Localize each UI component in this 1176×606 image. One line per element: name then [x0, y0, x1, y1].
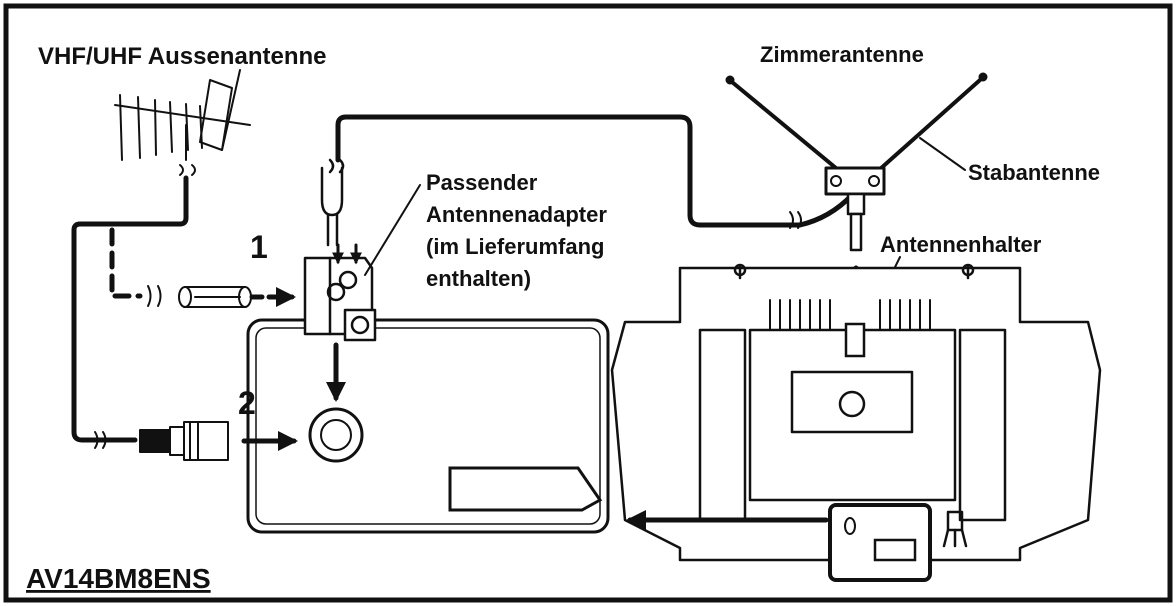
coax-plug-icon	[139, 421, 229, 461]
label-adapter-line3: (im Lieferumfang	[426, 234, 604, 259]
indoor-antenna-cable	[335, 114, 855, 228]
label-adapter-line2: Antennenadapter	[426, 202, 607, 227]
step-number-2: 2	[238, 385, 256, 421]
label-adapter-line4: enthalten)	[426, 266, 531, 291]
label-rod-antenna: Stabantenne	[968, 160, 1100, 185]
plug-icon	[942, 510, 968, 548]
antenna-holder-icon	[844, 322, 866, 358]
twin-lead-cable-dashed	[109, 227, 143, 299]
fork-connector-icon	[320, 158, 345, 247]
label-adapter-line1: Passender	[426, 170, 538, 195]
label-antenna-holder: Antennenhalter	[880, 232, 1042, 257]
antenna-socket-icon	[308, 407, 364, 463]
tv-vent-icon	[769, 299, 931, 331]
indoor-antenna-icon	[725, 72, 988, 252]
tv-back-panel	[246, 318, 610, 534]
model-number: AV14BM8ENS	[26, 563, 211, 594]
antenna-adapter-icon	[303, 256, 377, 342]
outdoor-antenna-cable	[71, 175, 189, 443]
outdoor-antenna-icon	[114, 69, 251, 161]
label-outdoor-antenna: VHF/UHF Aussenantenne	[38, 43, 326, 70]
twin-lead-cable-icon	[178, 286, 252, 308]
step-number-1: 1	[250, 229, 268, 265]
label-indoor-antenna: Zimmerantenne	[760, 42, 924, 67]
